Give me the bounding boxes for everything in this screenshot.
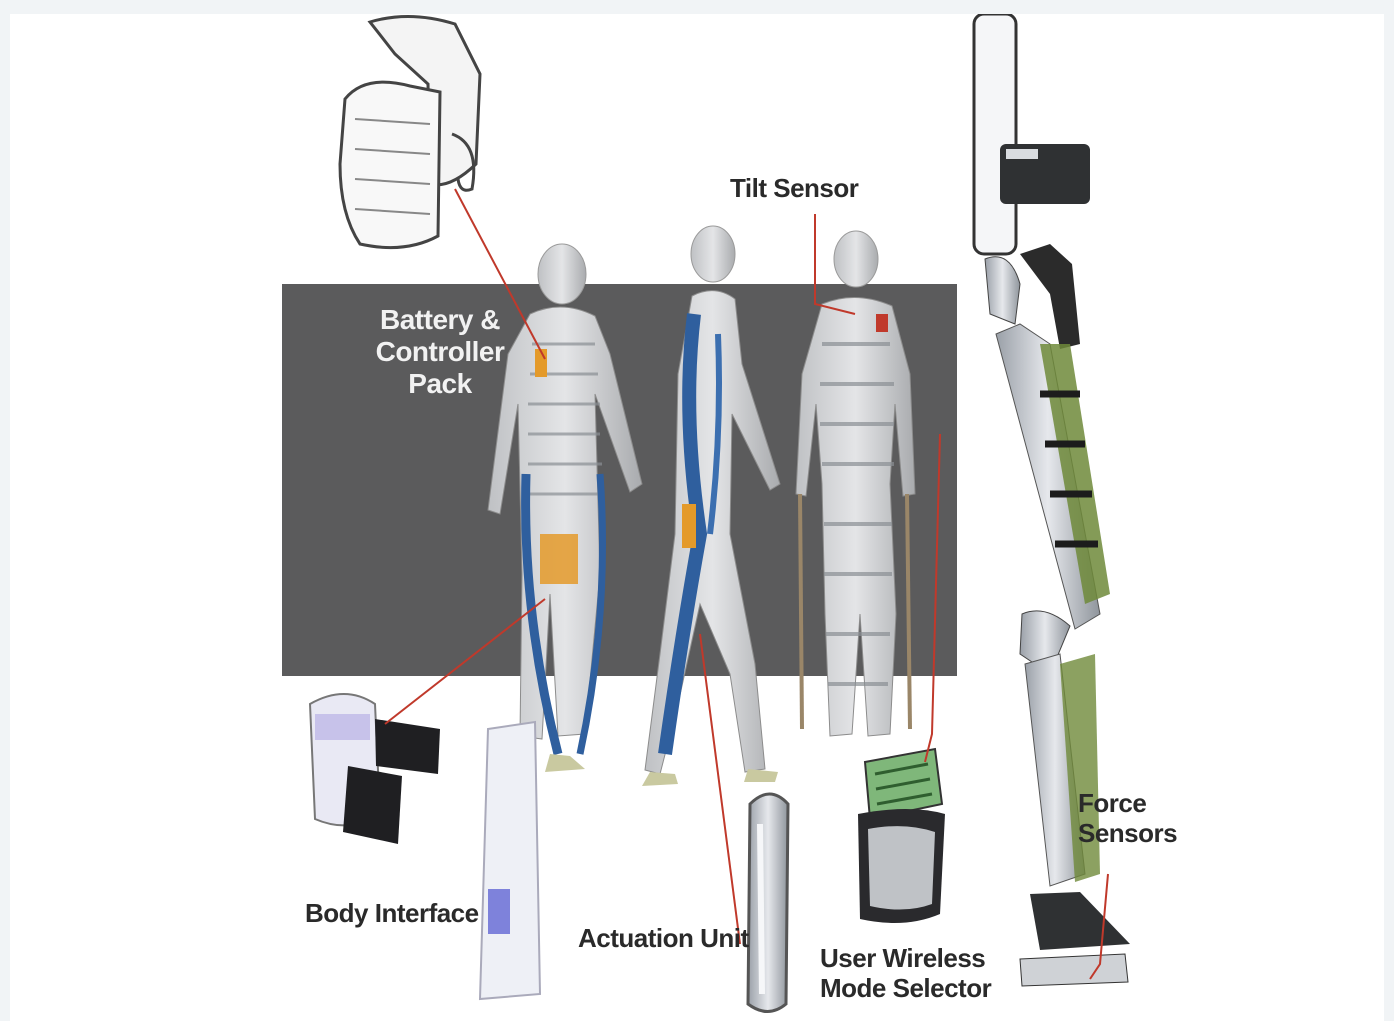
actuator-capsule-icon: [748, 794, 788, 1012]
battery-pack-label: Battery & Controller Pack: [365, 304, 515, 401]
foot-plate-icon: [480, 722, 540, 999]
tilt-sensor-label: Tilt Sensor: [730, 174, 858, 204]
force-sensors-label: Force Sensors: [1078, 789, 1177, 849]
body-interface-label: Body Interface: [305, 899, 479, 929]
exoskeleton-illustration: [10, 14, 1384, 1021]
strap-cuff-icon: [310, 694, 440, 844]
wrist-remote-icon: [858, 749, 945, 923]
actuation-unit-label: Actuation Unit: [578, 924, 749, 954]
diagram-canvas: Tilt Sensor Battery & Controller Pack Bo…: [10, 14, 1384, 1021]
battery-vest-icon: [340, 16, 480, 247]
user-wireless-label: User Wireless Mode Selector: [820, 944, 991, 1004]
